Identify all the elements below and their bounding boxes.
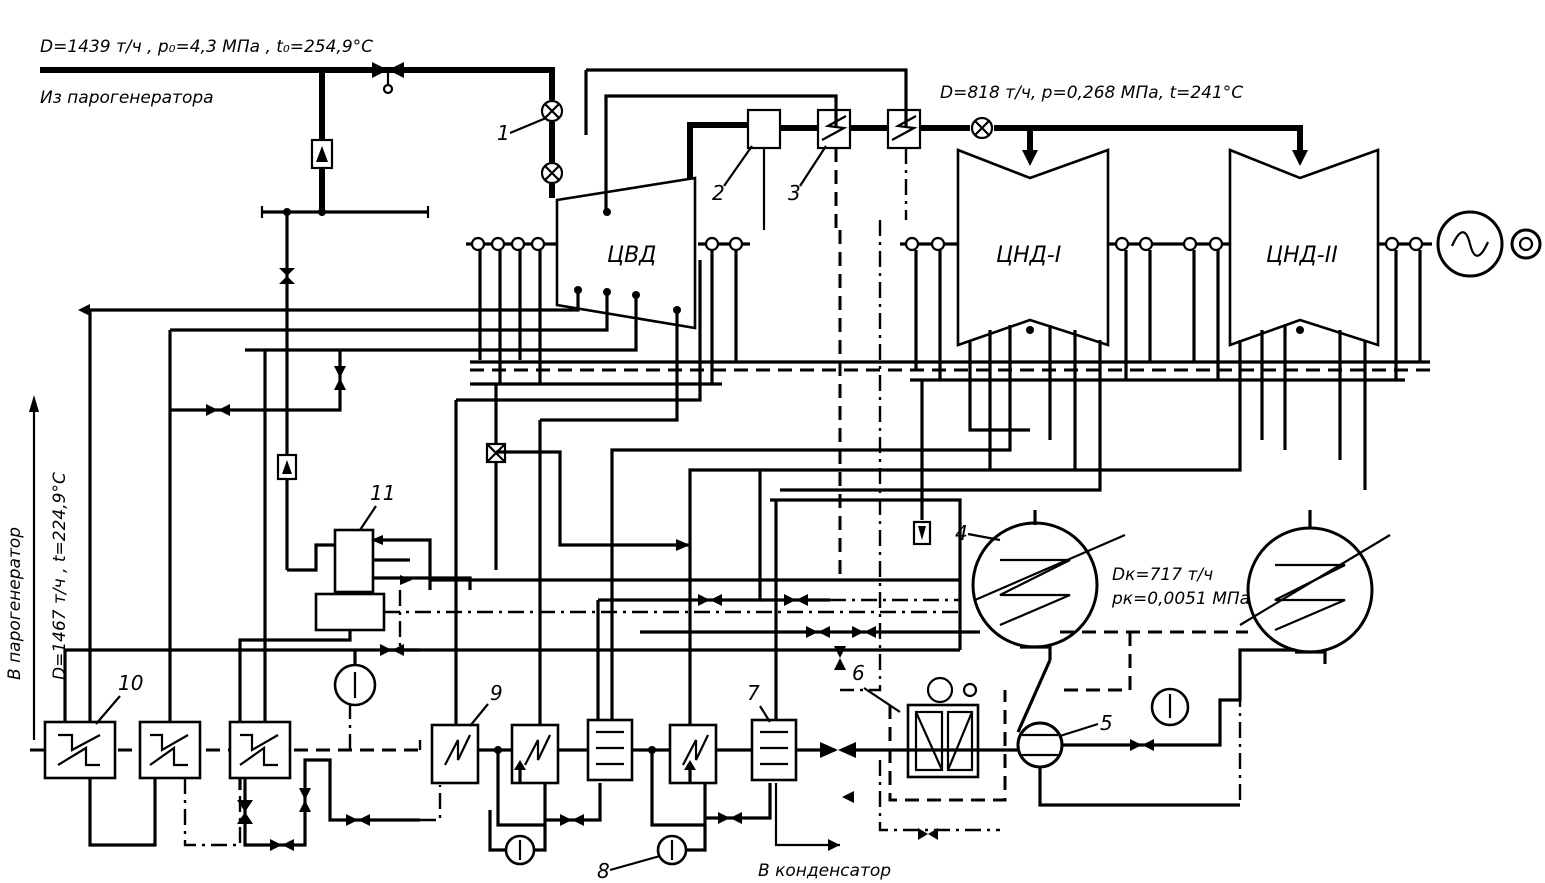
hp-heater-2 xyxy=(138,330,242,847)
hp-heater-3 xyxy=(228,350,311,851)
callout-8: 8 xyxy=(597,859,610,883)
callout-10: 10 xyxy=(118,671,143,695)
callout-3: 3 xyxy=(788,181,801,205)
condenser-flow-label: Dк=717 т/ч xyxy=(1112,565,1213,585)
lp-heater-9a xyxy=(430,400,480,785)
callout-2: 2 xyxy=(712,181,725,205)
extraction-lines xyxy=(78,250,1430,760)
callout-6: 6 xyxy=(852,661,865,685)
callout-4: 4 xyxy=(955,521,968,545)
lp-heater-9b xyxy=(510,420,560,785)
lp-heater-mixing xyxy=(586,500,634,782)
callout-5: 5 xyxy=(1100,711,1113,735)
callout-1: 1 xyxy=(497,121,510,145)
main-steam-line xyxy=(40,62,564,570)
feedwater-arrow xyxy=(29,395,39,740)
lp-heater-7 xyxy=(750,500,798,782)
lp2-cylinder-label: ЦНД-II xyxy=(1266,243,1338,268)
deaerator xyxy=(238,528,960,790)
callout-7: 7 xyxy=(747,681,760,705)
heater-row xyxy=(43,310,1018,866)
condensate-pump xyxy=(1016,648,1295,807)
lp-cylinder-2: ЦНД-II xyxy=(1176,148,1432,347)
from-steam-generator-label: Из парогенератора xyxy=(40,88,214,108)
hp-heater-1 xyxy=(43,310,157,847)
lp-heater-8a xyxy=(668,723,718,785)
ejector-cooler xyxy=(842,676,1007,840)
callout-11: 11 xyxy=(370,481,395,505)
to-steam-generator-label: В парогенератор xyxy=(5,527,25,680)
hp-cylinder: ЦВД xyxy=(466,176,750,330)
number-callouts: 1 2 3 4 5 6 7 8 9 10 11 xyxy=(95,116,1113,883)
condenser-2 xyxy=(1239,526,1391,664)
lp1-cylinder-label: ЦНД-I xyxy=(996,243,1061,268)
hp-cylinder-label: ЦВД xyxy=(607,243,656,268)
reheat-steam-label: D=818 т/ч, p=0,268 МПа, t=241°C xyxy=(940,83,1243,103)
callout-9: 9 xyxy=(490,681,503,705)
feed-network xyxy=(30,220,980,752)
separator-reheater-group xyxy=(584,68,1308,230)
separator-icon xyxy=(746,108,782,150)
feedwater-label: D=1467 т/ч , t=224,9°C xyxy=(50,472,70,680)
condenser-1 xyxy=(971,521,1126,660)
to-condenser-label: В конденсатор xyxy=(758,861,891,881)
steam-in-label: D=1439 т/ч , p₀=4,3 МПа , t₀=254,9°C xyxy=(40,37,373,57)
generator-icon xyxy=(1436,210,1542,278)
condenser-pressure-label: pк=0,0051 МПа xyxy=(1111,589,1250,609)
lp-cylinder-1: ЦНД-I xyxy=(900,148,1176,347)
